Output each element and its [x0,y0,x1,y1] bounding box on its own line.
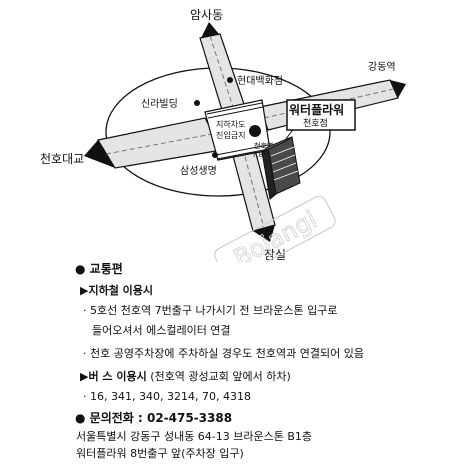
landmark-dot [227,77,233,83]
road-north [199,33,245,111]
arrow-north-icon [201,22,219,38]
arrow-south-icon [253,225,275,242]
building-sub: 천호점 [303,117,328,129]
building-name: 워터플라워 [289,102,344,117]
bus-heading: ▶버 스 이용시 (천호역 광성교회 앞에서 하차) [80,370,291,383]
crossing-note-2: 진입금지 [216,130,245,140]
info-section: ● 교통편 ▶지하철 이용시 · 5호선 천호역 7번출구 나가시기 전 브라운… [0,262,450,472]
transport-heading: ● 교통편 [75,262,123,276]
exit-note-1: 천호역 [254,141,273,150]
arrow-east-icon [390,80,406,98]
landmark-label: 신라빌딩 [141,98,178,110]
address-line-1: 서울특별시 강동구 성내동 64-13 브라운스톤 B1층 [76,430,313,443]
landmark-label: 현대백화점 [237,75,283,87]
west-label: 천호대교 [40,151,84,166]
subway-exit-icon [249,125,261,137]
building-roof [261,136,293,153]
road-west [97,117,223,169]
subway-heading: ▶지하철 이용시 [80,284,154,297]
crossing-note-1: 지하차도 [216,119,245,129]
east-label: 강동역 [368,61,396,73]
subway-line-1: · 5호선 천호역 7번출구 나가시기 전 브라운스톤 입구로 [83,304,338,317]
south-label: 잠실 [264,248,286,262]
building-label-box [286,99,356,131]
landmark-dot [212,152,218,158]
landmark-label: 삼성생명 [180,165,217,177]
svg-text:Bojangi: Bojangi [229,205,321,262]
subway-line-3: · 천호 공영주차장에 주차하실 경우도 천호역과 연결되어 있음 [83,347,364,360]
location-map: 암사동 강동역 천호대교 잠실 현대백화점 신라빌딩 삼성생명 지하차도 진입금… [40,8,406,262]
bus-numbers: · 16, 341, 340, 3214, 70, 4318 [83,390,251,403]
address-line-2: 워터플라워 8번출구 앞(주차장 입구) [76,447,244,460]
landmark-dot [194,100,200,106]
north-label: 암사동 [190,8,223,22]
subway-line-2: 들어오셔서 에스컬레이터 연결 [92,324,231,337]
arrow-west-icon [84,140,115,168]
phone-line: ● 문의전화 : 02-475-3388 [75,411,233,425]
watermark: Bojangi [214,195,336,262]
